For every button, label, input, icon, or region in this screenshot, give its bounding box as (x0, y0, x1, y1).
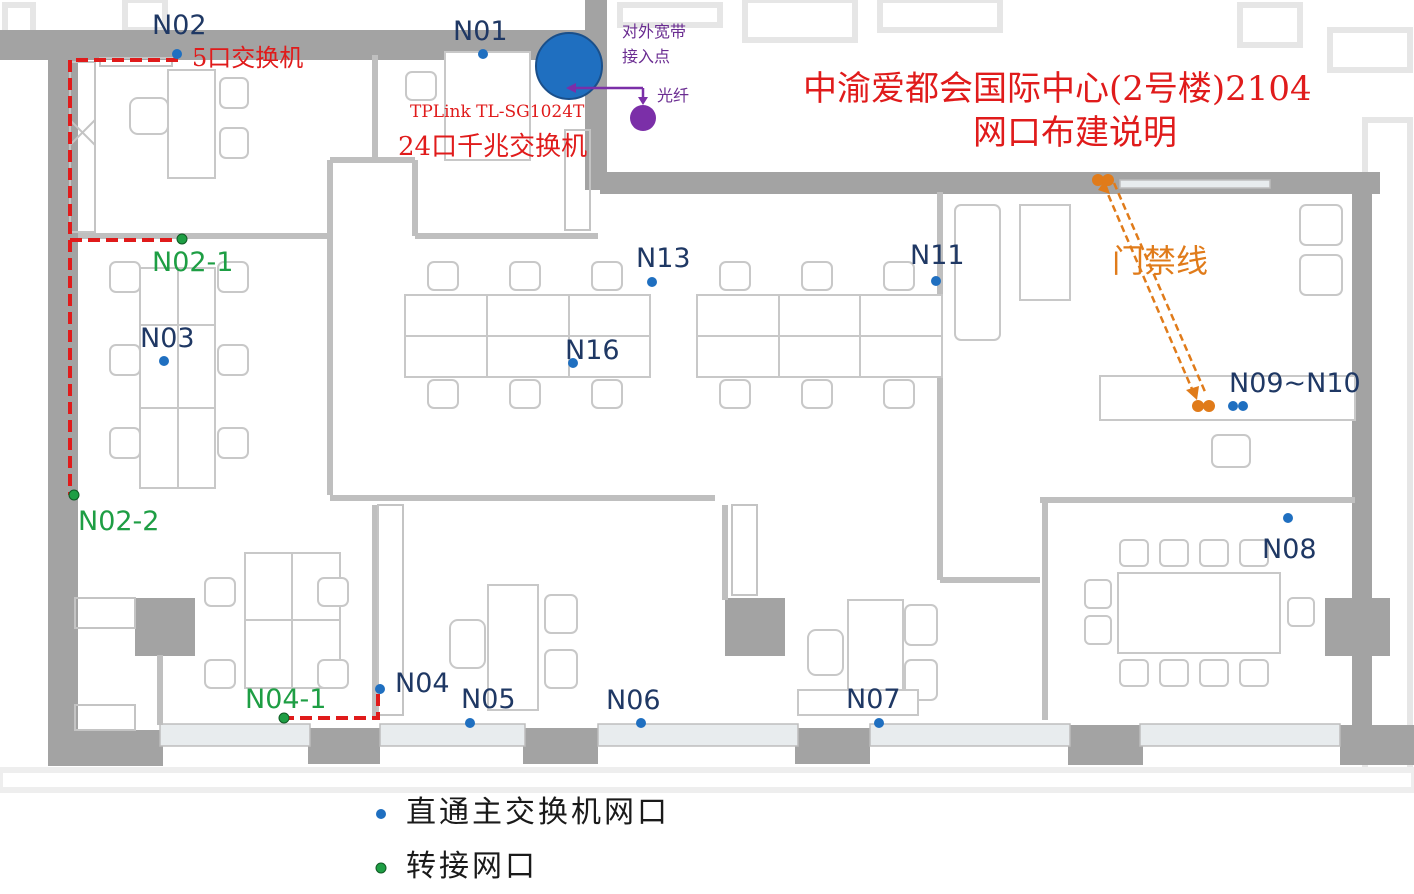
port-n11-label: N11 (910, 240, 965, 271)
switch24-label: 24口千兆交换机 (398, 132, 588, 162)
broadband-label-line1: 对外宽带 (622, 22, 687, 41)
legend-direct-dot (376, 809, 386, 819)
broadband-label-line2: 接入点 (622, 47, 671, 66)
plan-title-line2: 网口布建说明 (973, 113, 1177, 153)
port-n06-marker (636, 718, 646, 728)
port-n03-label: N03 (140, 323, 195, 354)
port-n04-label: N04 (395, 668, 450, 699)
port-n05-marker (465, 718, 475, 728)
interior-walls (78, 55, 1355, 725)
port-n09-marker (1228, 401, 1238, 411)
port-n11-marker (931, 276, 941, 286)
port-n13-label: N13 (636, 243, 691, 274)
port-n07-marker (874, 718, 884, 728)
relay-wiring (68, 58, 380, 720)
port-n02-1-label: N02-1 (152, 247, 234, 278)
broadband-node (535, 32, 603, 100)
port-n16-marker (568, 358, 578, 368)
legend-relay-dot (375, 862, 387, 874)
access-control-line (1092, 174, 1215, 412)
port-n02-label: N02 (152, 10, 207, 41)
port-n07-label: N07 (846, 684, 901, 715)
port-n02-marker (172, 49, 182, 59)
relay-port-markers (68, 233, 290, 724)
fiber-node (630, 105, 656, 131)
broadband-connection (535, 32, 656, 131)
port-n02-2-marker (68, 489, 80, 501)
legend-direct-label: 直通主交换机网口 (406, 795, 670, 830)
port-n06-label: N06 (606, 685, 661, 716)
port-n03-marker (159, 356, 169, 366)
switch-model-label: TPLink TL-SG1024T (410, 102, 585, 122)
fiber-label: 光纤 (657, 86, 690, 105)
port-n02-1-marker (176, 233, 188, 245)
port-n08-label: N08 (1262, 534, 1317, 565)
port-n04-1-marker (278, 712, 290, 724)
switch5-label: 5口交换机 (192, 44, 304, 72)
port-n10-marker (1238, 401, 1248, 411)
direct-port-markers (159, 49, 1293, 728)
port-n02-2-label: N02-2 (78, 506, 160, 537)
access-control-label: 门禁线 (1112, 242, 1209, 280)
port-n04-1-label: N04-1 (245, 684, 327, 715)
port-n01-label: N01 (453, 16, 508, 47)
furniture (109, 51, 1356, 716)
port-n08-marker (1283, 513, 1293, 523)
port-n09-n10-label: N09~N10 (1229, 368, 1361, 399)
port-n04-marker (375, 684, 385, 694)
plan-title-line1: 中渝爱都会国际中心(2号楼)2104 (803, 69, 1312, 109)
legend-relay-label: 转接网口 (406, 849, 538, 884)
port-n01-marker (478, 49, 488, 59)
port-n05-label: N05 (461, 684, 516, 715)
port-n16-label: N16 (565, 335, 620, 366)
port-n13-marker (647, 277, 657, 287)
window-strip (159, 179, 1341, 747)
